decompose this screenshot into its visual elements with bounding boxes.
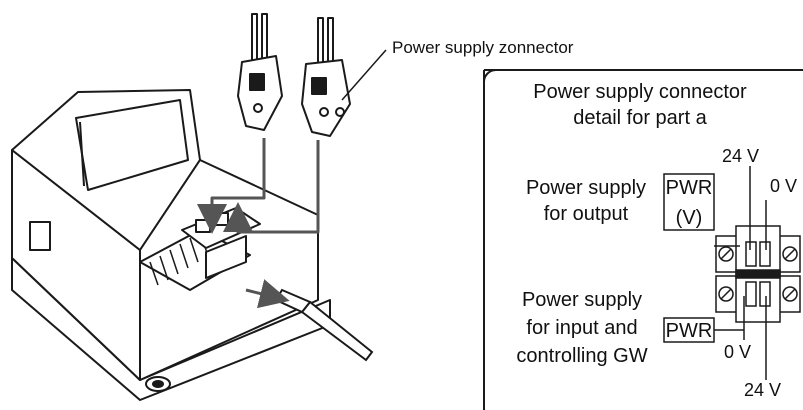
label-top-24v: 24 V	[722, 146, 759, 166]
pwr-v-line1: PWR	[666, 177, 713, 199]
pwr-v-box	[663, 173, 715, 231]
input-label-line2: for input and	[526, 317, 637, 339]
label-bottom-0v: 0 V	[724, 342, 751, 362]
pwr-label: PWR	[666, 320, 713, 342]
label-bottom-24v: 24 V	[744, 380, 781, 400]
terminal-block	[715, 225, 801, 323]
input-label-line1: Power supply	[522, 289, 642, 311]
insertion-arrows	[197, 138, 320, 234]
output-label-line1: Power supply	[526, 177, 646, 199]
detail-panel: Power supply connector detail for part a…	[483, 69, 803, 410]
callout-leader	[341, 49, 387, 101]
power-connector-right	[301, 17, 351, 137]
cable	[245, 279, 374, 362]
terminal-pointer-lines	[714, 166, 767, 380]
input-label-line3: controlling GW	[516, 345, 647, 367]
detail-title-line1: Power supply connector	[533, 81, 747, 103]
device-body	[11, 89, 331, 401]
detail-title-line2: detail for part a	[573, 107, 707, 129]
power-connector-left	[237, 13, 283, 131]
label-top-0v: 0 V	[770, 176, 797, 196]
callout-label: Power supply zonnector	[392, 38, 574, 57]
pwr-v-line2: (V)	[676, 207, 703, 229]
output-label-line2: for output	[544, 203, 629, 225]
